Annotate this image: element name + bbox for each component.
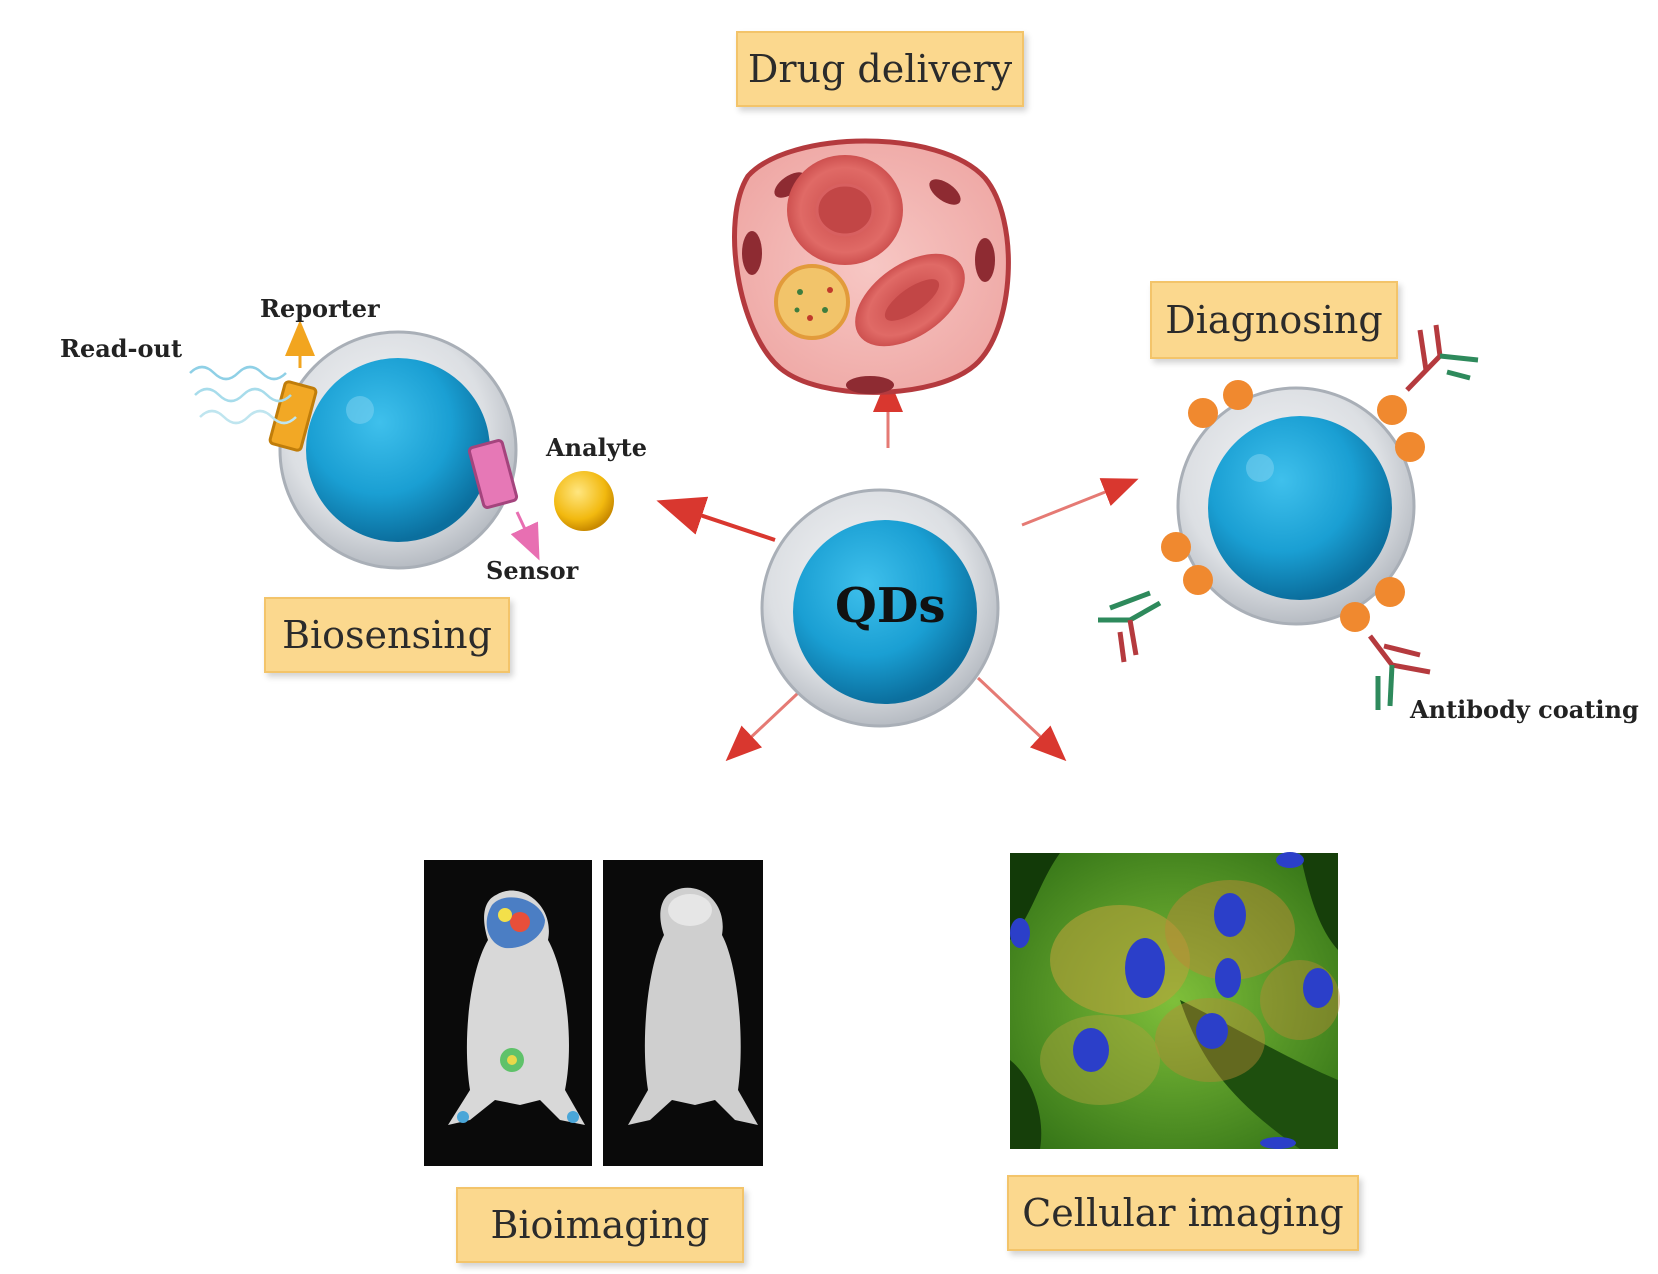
central-quantum-dot	[760, 488, 1000, 728]
sensor-label: Sensor	[486, 556, 579, 585]
drug-delivery-cell-illustration	[732, 138, 1011, 395]
drug-delivery-label: Drug delivery	[736, 31, 1024, 107]
reporter-block	[268, 380, 318, 452]
analyte-particle	[554, 471, 614, 531]
center-qd-label: QDs	[835, 578, 946, 634]
sensor-arrow	[510, 511, 540, 561]
diagnosing-label: Diagnosing	[1150, 281, 1398, 359]
mouse-right	[628, 887, 758, 1125]
biosensing-label: Biosensing	[264, 597, 510, 673]
bioimaging-label: Bioimaging	[456, 1187, 744, 1263]
analyte-label: Analyte	[546, 433, 648, 462]
cellular-imaging-panel	[1010, 852, 1340, 1149]
readout-label: Read-out	[60, 334, 183, 363]
cell-nuclei	[1010, 852, 1333, 1149]
bioimaging-panels	[424, 860, 763, 1166]
antibody-coating-label: Antibody coating	[1410, 695, 1639, 724]
antibody-bottom-left	[1098, 590, 1162, 663]
sensor-block	[467, 439, 519, 509]
arrow-to-diagnosing	[1021, 478, 1139, 527]
readout-wave-1	[189, 365, 287, 381]
arrow-to-cellular-imaging	[976, 676, 1067, 762]
ligand-dots	[1161, 380, 1425, 632]
cellular-imaging-label: Cellular imaging	[1007, 1175, 1359, 1251]
antibody-bottom-right	[1368, 634, 1431, 710]
reporter-label: Reporter	[260, 294, 380, 323]
arrow-to-biosensing	[656, 496, 776, 542]
mouse-left	[448, 890, 585, 1125]
readout-wave-2	[194, 387, 292, 403]
biosensing-quantum-dot	[189, 320, 614, 570]
antibody-top-right	[1405, 324, 1479, 392]
readout-wave-3	[199, 409, 297, 425]
diagnosing-quantum-dot	[1098, 324, 1479, 710]
